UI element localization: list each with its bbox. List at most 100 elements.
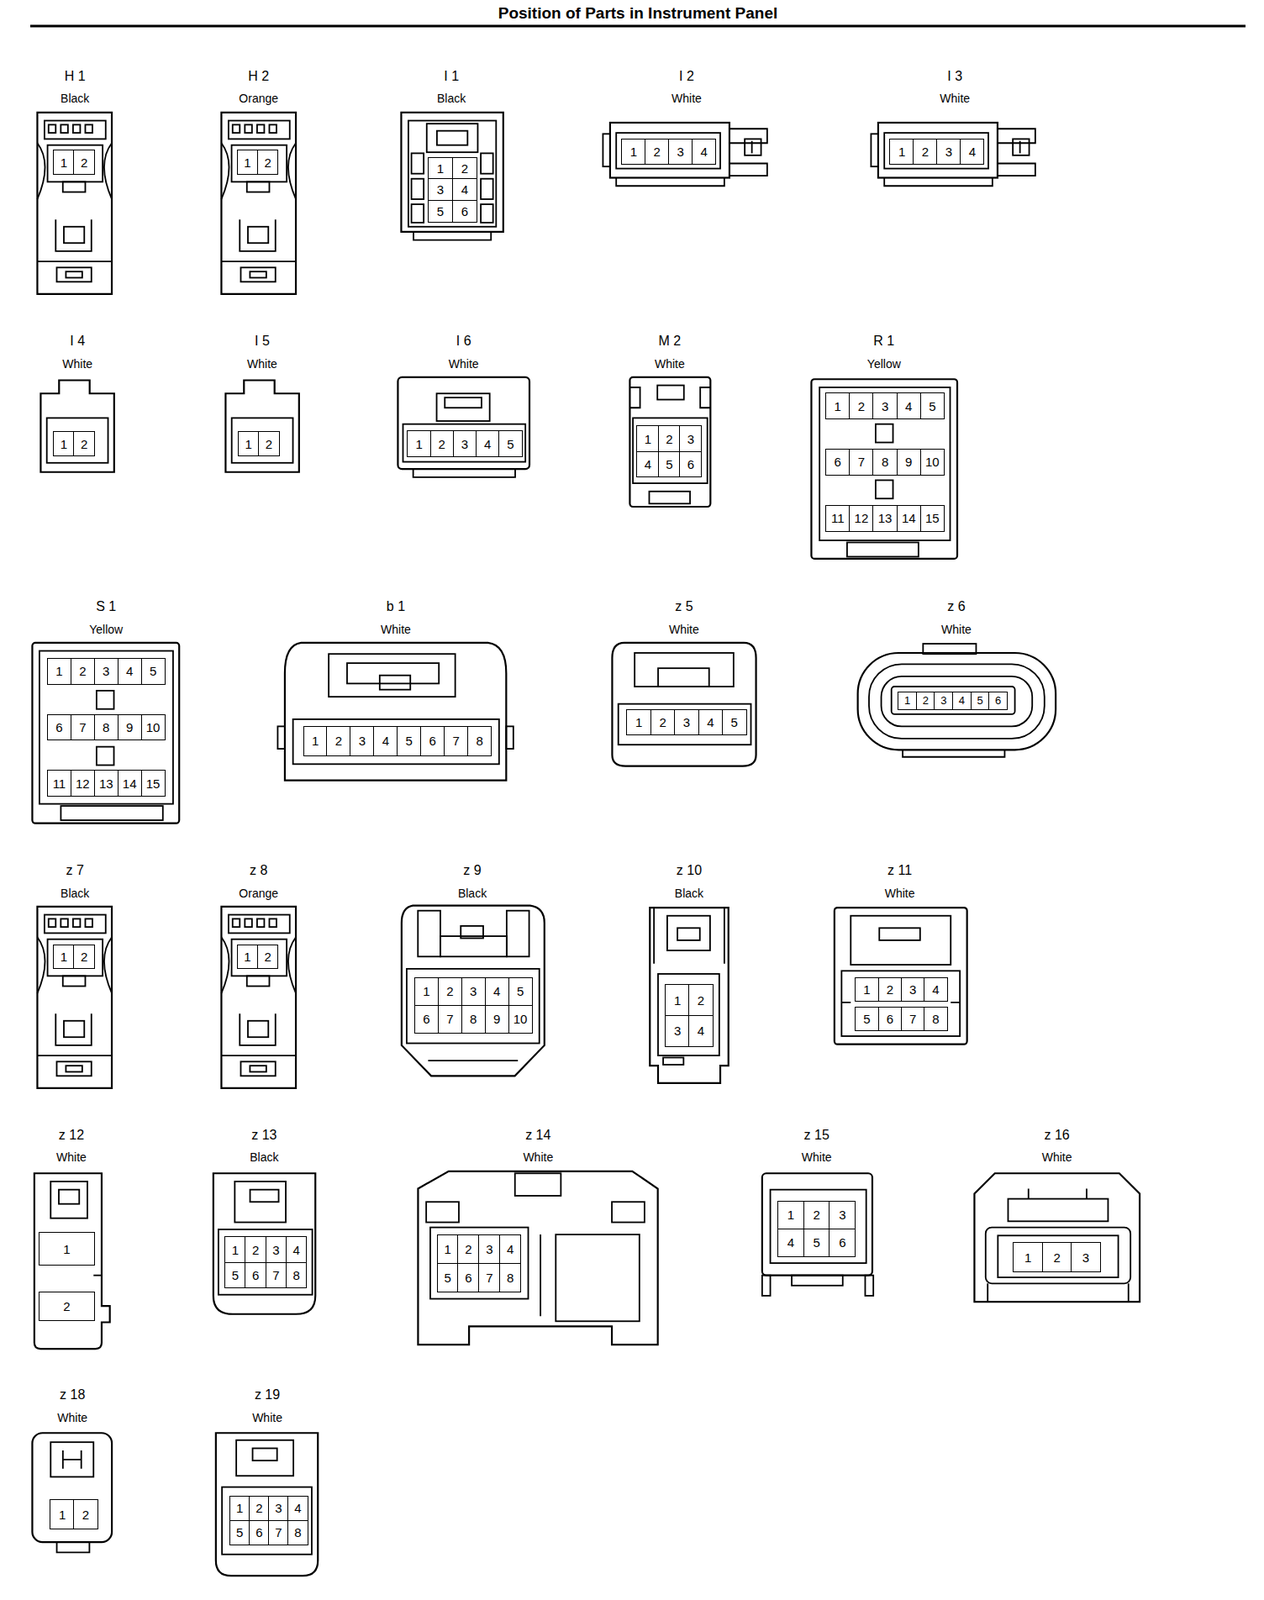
connector-color: White (972, 1146, 1143, 1170)
housing-part (228, 120, 290, 139)
housing-part (658, 668, 710, 687)
housing-part (257, 919, 264, 928)
pin-cavity: 1 (237, 149, 259, 174)
connector-code: I 4 (38, 330, 116, 353)
housing-part (629, 377, 711, 507)
pin-number: 1 (834, 400, 842, 413)
pin-cavity: 9 (117, 714, 143, 742)
pin-number: 6 (834, 455, 842, 469)
housing-part (48, 919, 56, 928)
pin-cavity: 4 (777, 1228, 805, 1258)
pin-cavity: 2 (326, 726, 351, 756)
housing-part (841, 971, 960, 1038)
pin-number: 1 (787, 1208, 795, 1222)
housing-part (539, 1234, 542, 1317)
pin-cavity: 3 (268, 1495, 289, 1522)
housing-part (240, 267, 275, 282)
pin-cavity: 1 (414, 977, 439, 1006)
pin-cavity: 3 (679, 425, 702, 453)
pin-number: 2 (697, 994, 705, 1007)
pin-cavity: 3 (452, 430, 477, 458)
housing-part (63, 1021, 85, 1038)
housing-part (700, 387, 711, 408)
pin-number: 5 (928, 400, 936, 413)
pin-number: 6 (422, 1012, 430, 1026)
pin-cavity: 5 (224, 1262, 247, 1290)
pin-number: 2 (264, 950, 272, 964)
housing-part (47, 418, 109, 464)
connector-heading: S 1Yellow (30, 595, 182, 641)
housing-part (858, 653, 1056, 750)
housing-part (218, 1229, 313, 1296)
connector-code: R 1 (809, 330, 959, 353)
housing-part (834, 907, 968, 1045)
pin-cavity: 3 (1070, 1242, 1101, 1272)
housing-part (268, 124, 276, 133)
housing-part (871, 133, 879, 167)
housing-part (63, 181, 86, 192)
pin-number: 1 (422, 984, 430, 998)
housing-outline (277, 642, 513, 781)
title-rule (30, 25, 1246, 28)
connector-heading: I 2White (600, 65, 773, 111)
pin-number: 1 (644, 432, 652, 446)
housing-part (428, 1060, 519, 1063)
pin-number: 4 (787, 1236, 795, 1249)
housing-part (413, 468, 516, 478)
pin-number: 1 (443, 1242, 451, 1256)
pin-number: 1 (243, 950, 251, 964)
connector-code: S 1 (30, 595, 182, 619)
pin-cavity: 3 (872, 392, 897, 420)
pin-cavity: 2 (73, 1499, 98, 1529)
pin-cavity: 1 (889, 138, 914, 164)
pin-cavity: 1 (237, 944, 259, 970)
pin-number: 1 (437, 162, 444, 175)
pin-cavity: 2 (430, 430, 454, 458)
pin-cavity: 1 (52, 149, 75, 174)
housing-part (268, 919, 276, 928)
connector-color: White (211, 1406, 322, 1430)
pin-number: 5 (405, 734, 413, 748)
pin-cavity: 2 (70, 658, 95, 685)
housing-part (44, 915, 106, 934)
connector-face: z 14White12345678 (416, 1124, 660, 1349)
pin-cavity: 8 (461, 1005, 486, 1034)
connector-heading: H 1Black (35, 65, 114, 111)
housing-outline (215, 1433, 318, 1577)
pin-cavity: 2 (457, 1234, 480, 1264)
connector-face: M 2White123456 (627, 330, 713, 511)
pin-number: 7 (274, 1526, 282, 1539)
housing-part (237, 1440, 295, 1476)
pin-cavity: 4 (896, 392, 922, 420)
housing-part (221, 260, 296, 263)
housing-part (240, 1062, 275, 1077)
housing-part (505, 726, 513, 749)
pin-cavity: 1 (664, 984, 690, 1017)
connector-heading: M 2White (627, 330, 713, 375)
pin-number: 1 (55, 664, 63, 678)
housing-part (401, 905, 545, 1077)
housing-part (506, 911, 530, 958)
housing-part (649, 907, 728, 1084)
pin-number: 1 (674, 994, 681, 1007)
pin-cavity: 2 (878, 977, 903, 1002)
connector-housing (854, 595, 1059, 760)
pin-number: 3 (437, 183, 444, 196)
housing-part (884, 132, 989, 169)
pin-number: 1 (898, 145, 906, 158)
pin-cavity: 12 (848, 505, 874, 532)
pin-cavity: 7 (265, 1262, 288, 1290)
pin-cavity: 5 (427, 200, 453, 223)
housing-part (881, 676, 1033, 727)
pin-cavity: 4 (688, 1015, 713, 1048)
pin-number: 1 (231, 1243, 239, 1257)
connector-heading: z 14White (416, 1124, 660, 1170)
pin-number: 10 (146, 721, 161, 734)
pin-cavity: 7 (437, 1005, 463, 1034)
housing-part (480, 152, 494, 174)
housing-part (379, 675, 411, 690)
pin-number: 3 (485, 1242, 493, 1256)
pin-number: 2 (335, 734, 343, 748)
pin-number: 1 (243, 156, 251, 169)
housing-part (232, 124, 240, 133)
